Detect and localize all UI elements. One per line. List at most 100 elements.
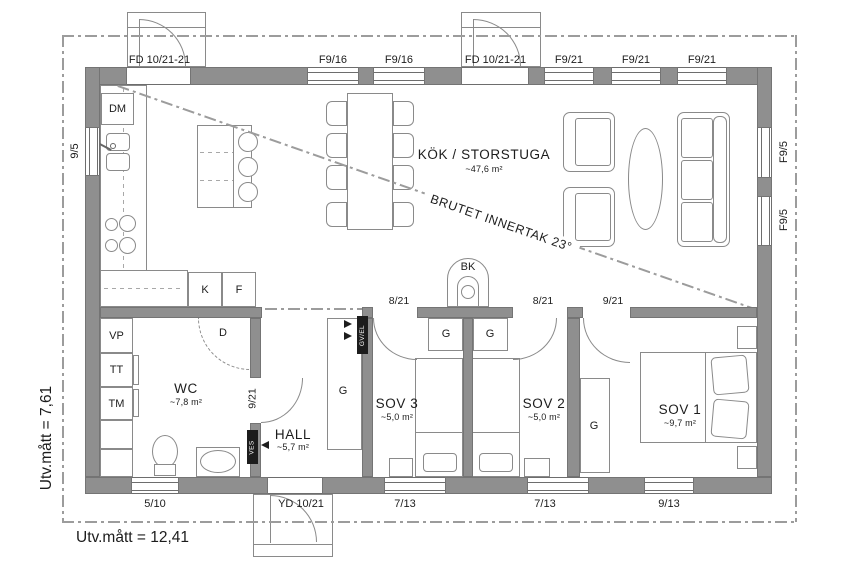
- fridge-box: K: [188, 272, 222, 307]
- interior-wall: [630, 307, 757, 318]
- sov3-door-swing-arc: [373, 318, 417, 360]
- window: [757, 197, 772, 245]
- fireplace-label: BK: [460, 261, 476, 273]
- room-label-kitchen: KÖK / STORSTUGA: [417, 146, 551, 162]
- opening-label-f95a: F9/5: [778, 141, 790, 164]
- dishwasher-box: DM: [101, 93, 134, 125]
- kitchen-sink-basin: [106, 153, 130, 171]
- hall-wardrobe: [327, 318, 362, 450]
- bar-stool: [238, 182, 258, 202]
- wc-door-swing-arc: [261, 378, 303, 423]
- arrow-right-icon: [344, 332, 352, 340]
- washer-box: TM: [100, 387, 133, 420]
- opening-label-713b: 7/13: [534, 497, 556, 510]
- armchair: [563, 112, 615, 172]
- room-label-sov2: SOV 2: [522, 395, 566, 411]
- room-label-sov1: SOV 1: [658, 401, 702, 417]
- dining-chair: [326, 133, 347, 158]
- opening-label-713a: 7/13: [394, 497, 416, 510]
- dining-chair: [326, 202, 347, 227]
- interior-wall: [100, 307, 262, 318]
- interior-wall: [417, 307, 513, 318]
- window-pane: [374, 72, 424, 81]
- opening-label-yd: YD 10/21: [278, 497, 324, 510]
- wall-segment: [190, 67, 308, 85]
- bedside-table: [737, 446, 757, 469]
- ventilation-tag-label: VES: [249, 439, 256, 455]
- dining-chair: [393, 133, 414, 158]
- arrow-right-icon: [344, 320, 352, 328]
- wardrobe-label-sov1: G: [589, 420, 599, 432]
- wall-segment: [588, 477, 645, 494]
- wall-segment: [593, 67, 612, 85]
- window: [645, 477, 693, 494]
- ventilation-tag: VES: [247, 430, 258, 464]
- window-pane: [385, 481, 445, 491]
- bed-pillow: [479, 453, 513, 472]
- fireplace-flue: [461, 285, 475, 299]
- counter-centerline: [104, 288, 184, 289]
- interior-wall: [567, 307, 583, 318]
- sov1-wardrobe: [580, 378, 610, 473]
- window-pane: [760, 128, 770, 177]
- wall-segment: [445, 477, 528, 494]
- faucet-icon: [110, 143, 116, 149]
- interior-wall: [250, 318, 261, 378]
- dining-chair: [326, 165, 347, 190]
- dining-table: [347, 93, 393, 230]
- opening-label-f916a: F9/16: [318, 53, 348, 66]
- door-label-sov1: 9/21: [602, 295, 624, 307]
- wardrobe-label-sov3: G: [441, 328, 451, 340]
- wall-segment: [424, 67, 462, 85]
- window: [374, 67, 424, 85]
- sov3-wardrobe: [428, 318, 463, 351]
- dimension-height: Utv.mått = 7,61: [38, 385, 55, 491]
- window: [528, 477, 588, 494]
- cabinet-door-front: [133, 389, 139, 417]
- island-centerline: [200, 152, 233, 153]
- sov1-door-swing-arc: [583, 318, 630, 363]
- bedside-table: [389, 458, 413, 477]
- opening-label-fd2: FD 10/21-21: [464, 53, 527, 66]
- window: [678, 67, 726, 85]
- armchair-cushion: [575, 118, 611, 166]
- door-label-sov3: 8/21: [388, 295, 410, 307]
- window-pane: [760, 197, 770, 245]
- window-pane: [645, 481, 693, 491]
- window-pane: [308, 72, 358, 81]
- sofa-cushion: [681, 160, 713, 200]
- opening-label-f95b: F9/5: [778, 209, 790, 232]
- bed-blanket-line: [705, 353, 706, 442]
- bedside-table: [524, 458, 550, 477]
- door-label-wc-inner: D: [219, 326, 227, 339]
- sofa-cushion: [681, 118, 713, 158]
- sofa-cushion: [681, 202, 713, 242]
- toilet-bowl: [152, 435, 178, 468]
- room-area-kitchen: ~47,6 m²: [465, 163, 503, 174]
- porch-entry-top-left: [127, 12, 206, 67]
- room-area-sov2: ~5,0 m²: [527, 411, 561, 422]
- wc-cabinet: [100, 449, 133, 477]
- opening-label-95: 9/5: [69, 143, 81, 159]
- window-pane: [88, 128, 98, 175]
- wc-cabinet: [100, 420, 133, 449]
- island-edge: [233, 125, 234, 208]
- window: [757, 128, 772, 177]
- roof-outline-left: [62, 35, 64, 522]
- window: [132, 477, 178, 494]
- room-area-sov3: ~5,0 m²: [380, 411, 414, 422]
- wall-segment: [660, 67, 678, 85]
- sofa-back: [713, 116, 727, 243]
- window-pane: [528, 481, 588, 491]
- bed-blanket-line: [472, 432, 520, 433]
- freezer-box: F: [222, 272, 256, 307]
- wall-segment: [322, 477, 385, 494]
- room-label-wc: WC: [174, 381, 198, 396]
- dining-chair: [326, 101, 347, 126]
- opening-label-913: 9/13: [658, 497, 680, 510]
- cabinet-door-front: [133, 355, 139, 385]
- stove-burner: [119, 237, 136, 254]
- opening-label-510: 5/10: [144, 497, 166, 510]
- bed-pillow: [423, 453, 457, 472]
